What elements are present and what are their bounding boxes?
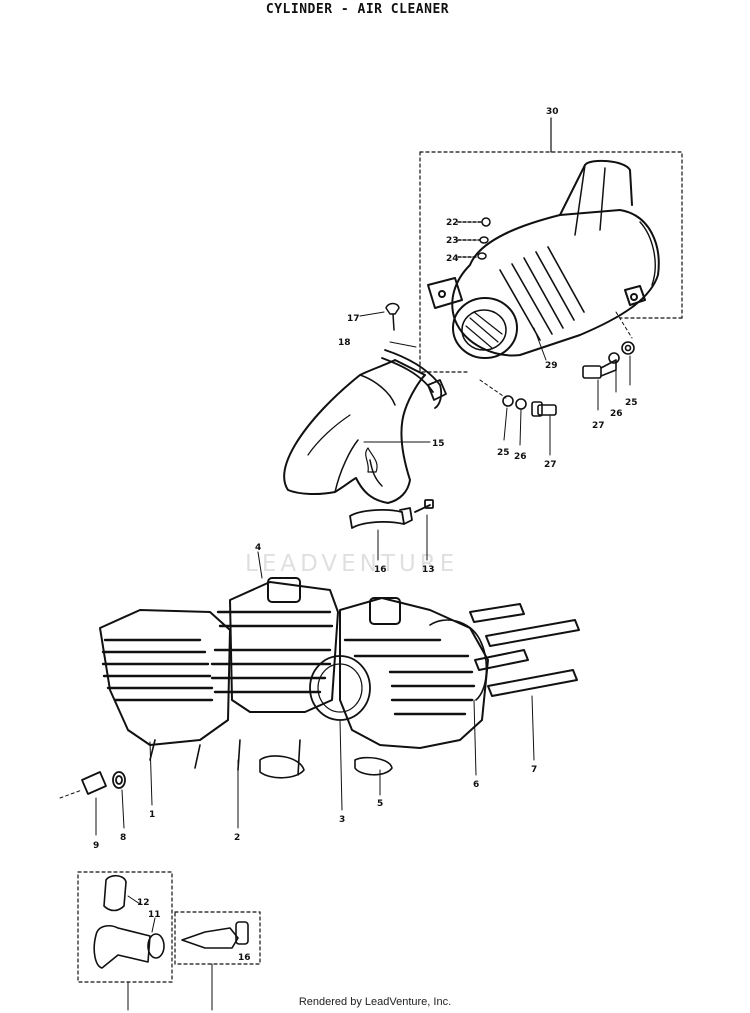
callout-24: 24 <box>446 254 459 264</box>
clamp-13 <box>349 499 434 561</box>
callout-8: 8 <box>120 833 126 843</box>
callout-2: 2 <box>234 833 240 843</box>
callout-7: 7 <box>531 765 537 775</box>
hardware-25-27-right <box>582 311 635 411</box>
footer-credit: Rendered by LeadVenture, Inc. <box>298 996 452 1008</box>
callout-15: 15 <box>432 439 445 449</box>
callout-1: 1 <box>149 810 155 820</box>
dowel-9-gasket-8 <box>59 771 126 799</box>
callout-13: 13 <box>422 565 435 575</box>
callout-9: 9 <box>93 841 99 851</box>
callout-27-right: 27 <box>592 421 605 431</box>
callout-22: 22 <box>446 218 459 228</box>
cylinder-block <box>99 577 489 779</box>
fitting-box-10 <box>77 871 173 1011</box>
callout-26-right: 26 <box>610 409 623 419</box>
fitting-box-14 <box>174 911 261 1011</box>
callout-17: 17 <box>347 314 360 324</box>
callout-29: 29 <box>545 361 558 371</box>
hardware-25-27-left <box>479 379 557 456</box>
leader-lines <box>95 327 547 933</box>
callout-18: 18 <box>338 338 351 348</box>
hardware-22-24-bolts <box>457 217 491 260</box>
callout-30: 30 <box>546 107 559 117</box>
screw-17 <box>359 302 400 331</box>
callout-23: 23 <box>446 236 459 246</box>
callout-4: 4 <box>255 543 261 553</box>
callout-25-right: 25 <box>625 398 638 408</box>
air-cleaner-housing <box>427 159 660 359</box>
intake-pipe <box>283 359 426 504</box>
callout-labels: 30 22 23 24 29 17 18 15 16 13 25 26 27 2… <box>93 107 638 963</box>
callout-6: 6 <box>473 780 479 790</box>
studs-7 <box>469 603 580 697</box>
clamp-16 <box>381 349 447 409</box>
callout-11: 11 <box>148 910 161 920</box>
callout-25-left: 25 <box>497 448 510 458</box>
callout-16: 16 <box>374 565 387 575</box>
callout-12: 12 <box>137 898 150 908</box>
air-cleaner-group-box <box>419 117 683 373</box>
callout-5: 5 <box>377 799 383 809</box>
diagram-title: CYLINDER - AIR CLEANER <box>265 2 450 17</box>
callout-3: 3 <box>339 815 345 825</box>
callout-27-left: 27 <box>544 460 557 470</box>
watermark: LEADVENTURE <box>245 551 459 577</box>
callout-26-left: 26 <box>514 452 527 462</box>
callout-14: 16 <box>238 953 251 963</box>
